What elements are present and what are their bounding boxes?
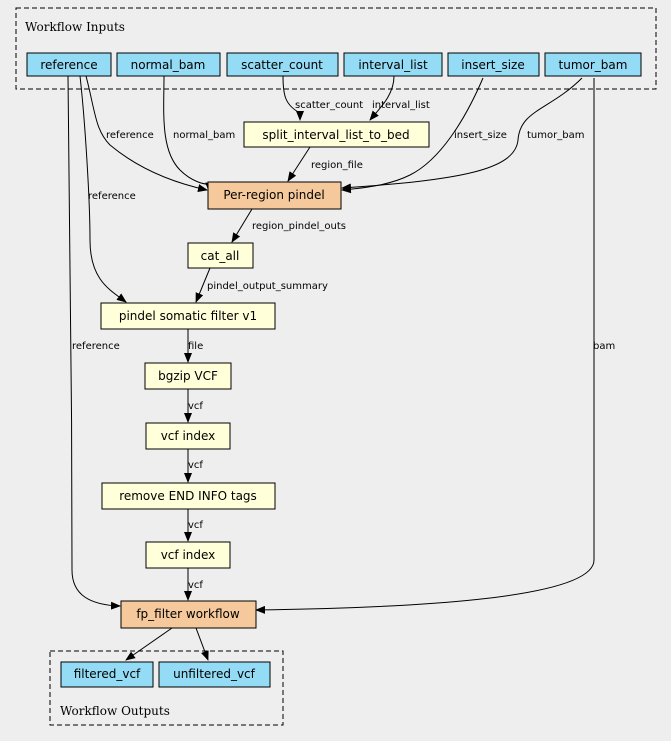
node-interval-list[interactable]: interval_list <box>343 52 443 77</box>
edge-label-insert-size: insert_size <box>454 130 507 141</box>
node-scatter-count-label: scatter_count <box>241 58 323 72</box>
edge-somatic-filter-to-bgzip: file <box>184 329 203 363</box>
edge-label-bam: bam <box>593 341 615 352</box>
node-normal-bam[interactable]: normal_bam <box>116 52 221 77</box>
node-bgzip-vcf[interactable]: bgzip VCF <box>144 362 232 390</box>
node-vcf-index-1-label: vcf index <box>161 429 216 443</box>
node-scatter-count[interactable]: scatter_count <box>226 52 339 77</box>
edge-scatter-count-to-split: scatter_count <box>282 75 363 121</box>
node-cat-all[interactable]: cat_all <box>187 242 254 269</box>
edge-label-interval-list: interval_list <box>372 100 430 111</box>
node-tumor-bam-label: tumor_bam <box>559 58 628 72</box>
edge-reference-to-pindel: reference <box>85 75 208 192</box>
edge-bgzip-to-vcf-index-1: vcf <box>184 389 203 423</box>
node-insert-size[interactable]: insert_size <box>447 52 540 77</box>
node-cat-all-label: cat_all <box>201 249 240 263</box>
node-split-interval-list-to-bed[interactable]: split_interval_list_to_bed <box>243 121 430 148</box>
node-normal-bam-label: normal_bam <box>131 58 206 72</box>
edge-reference-to-fp-filter: reference <box>67 75 121 610</box>
edge-label-reference-fp: reference <box>72 341 120 352</box>
edge-tumor-bam-to-fp-filter: bam <box>255 78 615 614</box>
edge-vcf-index-1-to-remove-end: vcf <box>184 449 203 483</box>
edge-label-region-file: region_file <box>311 160 363 171</box>
node-per-region-pindel-label: Per-region pindel <box>223 188 324 202</box>
node-vcf-index-2-label: vcf index <box>161 548 216 562</box>
node-remove-end-info-tags-label: remove END INFO tags <box>119 489 257 503</box>
edge-split-to-pindel: region_file <box>287 146 363 182</box>
node-vcf-index-2[interactable]: vcf index <box>145 541 231 569</box>
node-unfiltered-vcf[interactable]: unfiltered_vcf <box>158 661 271 688</box>
node-tumor-bam[interactable]: tumor_bam <box>544 52 642 77</box>
edge-label-normal-bam: normal_bam <box>173 130 235 141</box>
node-reference[interactable]: reference <box>26 52 112 77</box>
workflow-inputs-cluster: Workflow Inputs <box>15 7 657 90</box>
edge-label-scatter-count: scatter_count <box>295 100 363 111</box>
node-per-region-pindel[interactable]: Per-region pindel <box>207 181 342 210</box>
edge-label-vcf-4: vcf <box>188 580 203 591</box>
edge-normal-bam-to-pindel: normal_bam <box>163 75 235 191</box>
edge-label-file: file <box>188 341 203 352</box>
node-split-interval-list-to-bed-label: split_interval_list_to_bed <box>262 128 409 142</box>
edge-label-vcf-3: vcf <box>188 520 203 531</box>
node-filtered-vcf-label: filtered_vcf <box>74 667 141 681</box>
edge-interval-list-to-split: interval_list <box>369 75 430 121</box>
node-fp-filter-workflow-label: fp_filter workflow <box>136 607 240 621</box>
edge-cat-all-to-somatic-filter: pindel_output_summary <box>195 267 328 303</box>
node-unfiltered-vcf-label: unfiltered_vcf <box>173 667 256 681</box>
node-reference-label: reference <box>40 58 97 72</box>
node-interval-list-label: interval_list <box>358 58 428 72</box>
edge-label-reference-filter: reference <box>88 191 136 202</box>
workflow-inputs-label: Workflow Inputs <box>25 20 125 34</box>
edge-label-pindel-output-summary: pindel_output_summary <box>207 281 328 292</box>
edge-tumor-bam-to-pindel: tumor_bam <box>341 77 584 192</box>
edge-label-vcf-1: vcf <box>188 401 203 412</box>
edge-insert-size-to-pindel: insert_size <box>341 77 507 194</box>
edge-pindel-to-cat-all: region_pindel_outs <box>231 208 346 243</box>
edge-label-reference: reference <box>106 130 154 141</box>
node-filtered-vcf[interactable]: filtered_vcf <box>60 661 154 688</box>
node-remove-end-info-tags[interactable]: remove END INFO tags <box>101 482 276 510</box>
edge-remove-end-to-vcf-index-2: vcf <box>184 509 203 542</box>
node-pindel-somatic-filter[interactable]: pindel somatic filter v1 <box>100 302 276 330</box>
edge-fp-filter-to-unfiltered-vcf <box>195 627 209 661</box>
node-insert-size-label: insert_size <box>461 58 524 72</box>
edge-vcf-index-2-to-fp-filter: vcf <box>184 568 203 601</box>
workflow-outputs-cluster: Workflow Outputs <box>49 650 284 726</box>
node-fp-filter-workflow[interactable]: fp_filter workflow <box>120 600 257 629</box>
workflow-outputs-label: Workflow Outputs <box>60 704 170 718</box>
node-pindel-somatic-filter-label: pindel somatic filter v1 <box>119 309 257 323</box>
edge-label-vcf-2: vcf <box>188 460 203 471</box>
node-bgzip-vcf-label: bgzip VCF <box>158 369 218 383</box>
edge-fp-filter-to-filtered-vcf <box>125 627 173 661</box>
edge-reference-to-somatic-filter: reference <box>79 75 136 303</box>
node-vcf-index-1[interactable]: vcf index <box>145 422 231 450</box>
edge-label-tumor-bam: tumor_bam <box>527 130 584 141</box>
edge-label-region-pindel-outs: region_pindel_outs <box>252 221 346 232</box>
